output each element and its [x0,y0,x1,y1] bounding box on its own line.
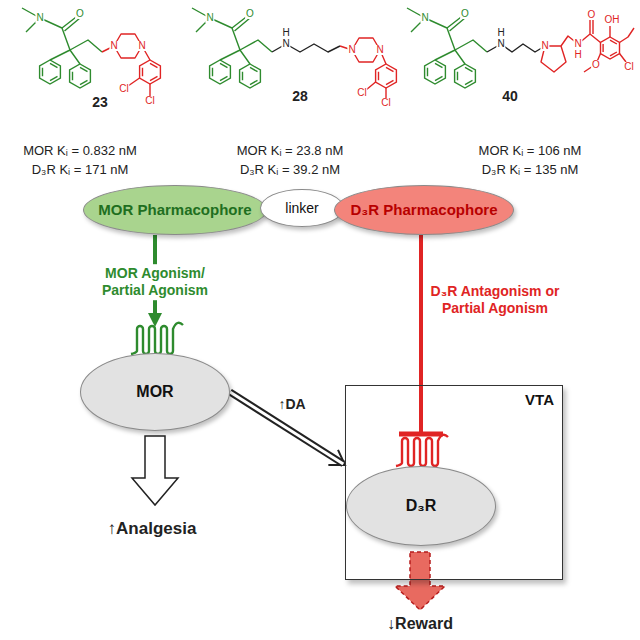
atom-label: O [75,9,85,19]
aromatic-ring [240,64,261,88]
atom-label: N [496,39,505,49]
connector-line [230,392,343,464]
node-text: D₃R Pharmacophore [351,201,498,218]
connector-line [419,235,423,434]
receptor-ellipse: MOR [80,353,230,431]
aromatic-ring [455,64,476,88]
atom-label: O [460,9,470,19]
connector [399,235,443,434]
atom-label: N [347,45,356,55]
compound-number: 28 [292,89,308,103]
value-label: D₃R Kᵢ = 135 nM [482,163,579,176]
node-text: VTA [525,391,554,408]
value-label: MOR Kᵢ = 23.8 nM [237,144,343,157]
atom-label: OH [604,15,621,25]
atom-label: N [540,41,549,51]
aromatic-ring [425,60,446,84]
atom-label: Cl [144,96,155,106]
receptor-ellipse: D₃R [346,466,496,546]
connector [230,392,345,465]
edge-label: ↑DA [275,395,308,414]
aromatic-ring [140,60,161,84]
value-label: MOR Kᵢ = 0.832 nM [23,144,137,157]
bond-lines [407,8,487,64]
atom-label: Cl [623,62,634,72]
linker-ellipse: linker [260,189,344,227]
bond-lines [22,8,102,64]
connector-line [230,392,343,464]
atom-label: H [573,50,582,60]
node-text: MOR [136,383,173,401]
atom-label: N [573,39,582,49]
atom-label: Cl [356,88,367,98]
value-label: D₃R Kᵢ = 39.2 nM [240,163,340,176]
receptor-icon [131,323,183,354]
value-label: ↑Analgesia [108,520,197,537]
atom-label: H [281,28,290,38]
atom-label: N [420,13,429,23]
atom-label: N [375,45,384,55]
atom-label: N [137,41,146,51]
atom-label: H [496,28,505,38]
value-label: ↓Reward [387,616,453,632]
bond-lines [102,34,150,96]
atom-label: O [587,10,597,20]
edge-label: D₃R Antagonism or Partial Agonism [427,282,563,318]
hollow-arrow [132,436,178,505]
atom-label: O [591,60,601,70]
bond-lines [541,18,634,72]
edge-label: MOR Agonism/ Partial Agonism [97,264,213,300]
arrow-head [148,313,162,327]
aromatic-ring [40,60,61,84]
aromatic-ring [601,37,620,59]
node-text: MOR Pharmacophore [98,201,251,218]
pharmacophore-ellipse: D₃R Pharmacophore [334,185,514,235]
node-text: linker [285,200,318,216]
atom-label: O [245,9,255,19]
value-label: D₃R Kᵢ = 171 nM [32,163,129,176]
aromatic-ring [376,64,397,88]
compound-number: 40 [502,89,518,103]
atom-label: N [281,39,290,49]
atom-label: Cl [118,84,129,94]
compound-number: 23 [92,95,108,109]
aromatic-ring [70,64,91,88]
pharmacophore-ellipse: MOR Pharmacophore [83,185,266,235]
bond-lines [192,8,272,64]
node-text: D₃R [406,497,437,515]
receptor-icon [396,435,448,466]
region-box: VTA D₃R [345,385,563,580]
aromatic-ring [210,60,231,84]
atom-label: Cl [380,98,391,108]
atom-label: N [35,13,44,23]
atom-label: N [205,13,214,23]
dashed-arrow [395,552,445,610]
value-label: MOR Kᵢ = 106 nM [479,144,582,157]
atom-label: N [109,41,118,51]
